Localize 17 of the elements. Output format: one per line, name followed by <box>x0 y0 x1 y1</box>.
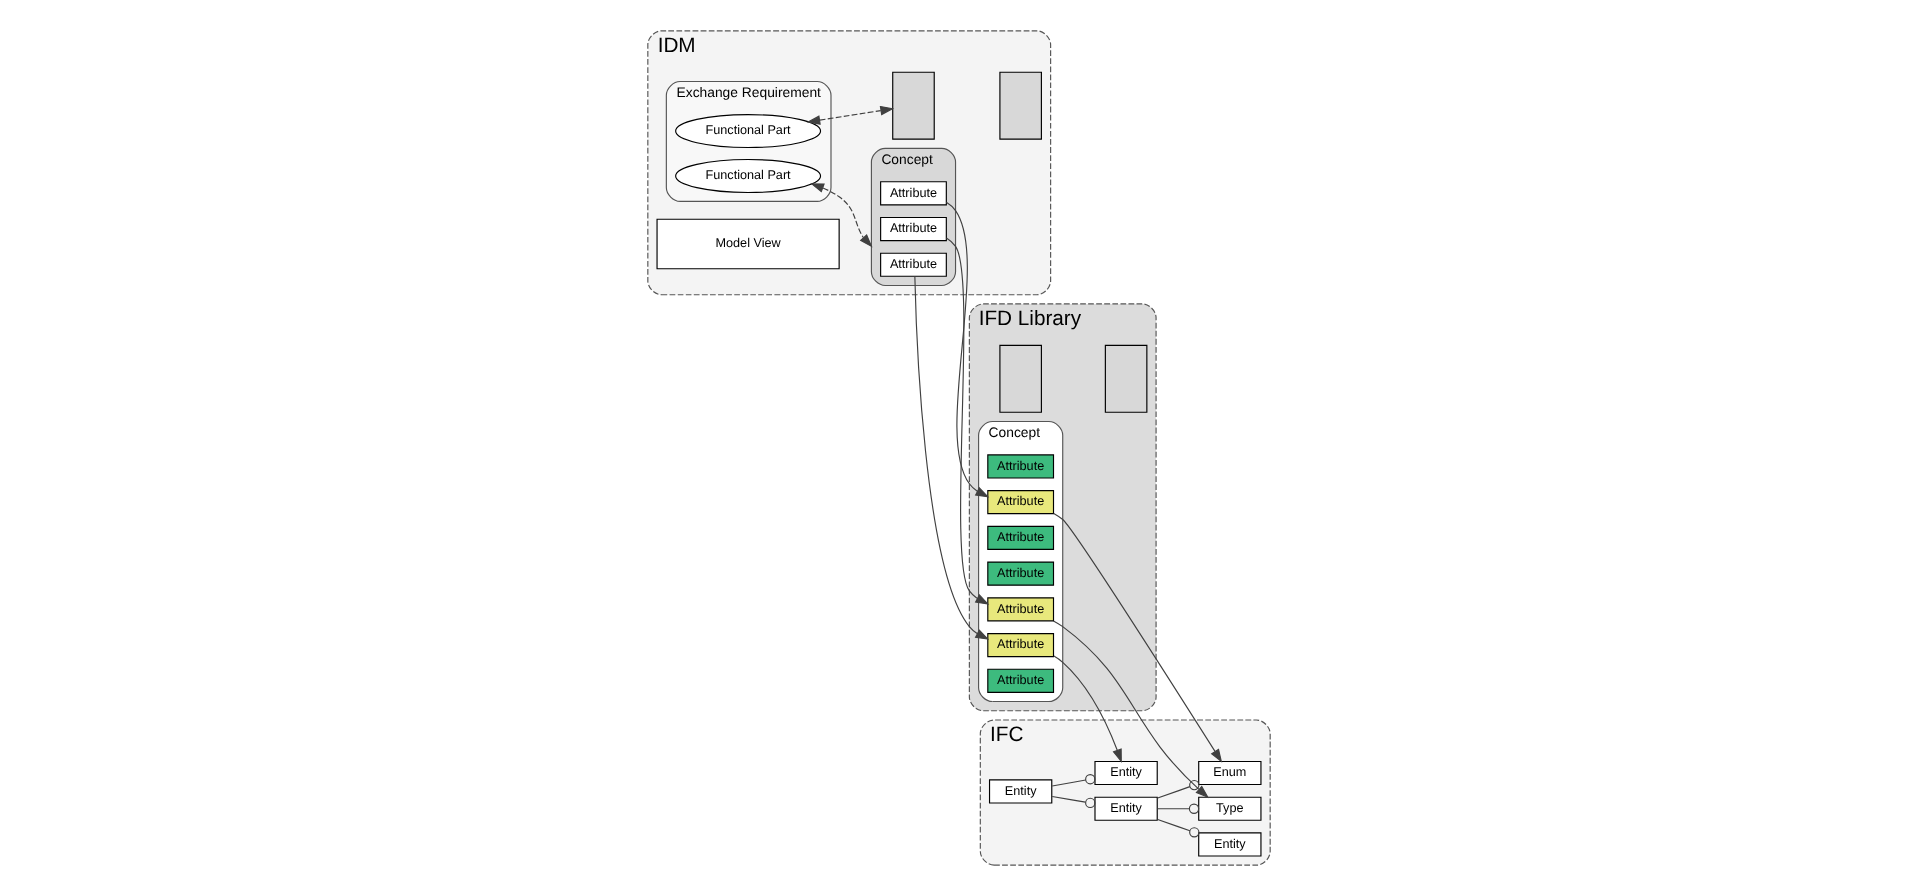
arrow <box>1052 655 1121 763</box>
arrow <box>944 201 989 498</box>
arrow <box>944 237 989 605</box>
connector <box>1156 818 1199 838</box>
connector <box>1050 795 1095 809</box>
node-box <box>998 71 1041 140</box>
arrow <box>913 276 989 640</box>
node-box <box>1103 344 1147 413</box>
arrow <box>1051 620 1209 799</box>
connector <box>1156 779 1199 799</box>
node-box <box>891 71 934 140</box>
connector <box>1156 803 1199 814</box>
arrow <box>805 105 894 125</box>
connector <box>1050 774 1095 787</box>
arrow <box>1052 512 1222 763</box>
node-box <box>998 344 1041 413</box>
arrow <box>809 183 872 248</box>
